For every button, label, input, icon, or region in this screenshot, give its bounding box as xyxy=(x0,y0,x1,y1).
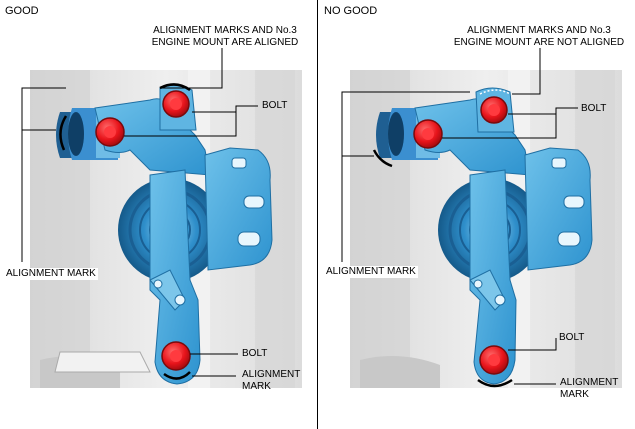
nogood-alignment-mark-lower-line2: MARK xyxy=(560,389,589,400)
good-alignment-mark-bottom xyxy=(163,371,191,380)
nogood-leader-alignment-left xyxy=(341,91,470,262)
nogood-callout-top-line2: ENGINE MOUNT ARE NOT ALIGNED xyxy=(453,37,625,48)
good-callout-top-line1: ALIGNMENT MARKS AND No.3 xyxy=(153,25,297,36)
nogood-alignment-mark-left-label: ALIGNMENT MARK xyxy=(324,266,418,278)
good-alignment-mark-left xyxy=(59,115,68,151)
nogood-alignment-mark-top xyxy=(479,89,511,95)
good-bolt-upper-label: BOLT xyxy=(262,100,288,111)
good-panel-title: GOOD xyxy=(5,5,39,17)
good-leader-alignment-left xyxy=(21,87,66,262)
nogood-alignment-mark-lower-label: ALIGNMENT MARK xyxy=(560,377,618,401)
good-leader-bolt xyxy=(192,105,258,113)
good-alignment-mark-lower-line1: ALIGNMENT xyxy=(242,369,301,380)
good-alignment-mark-lower-line2: MARK xyxy=(242,381,271,392)
good-callout-top-line2: ENGINE MOUNT ARE ALIGNED xyxy=(151,37,299,48)
good-alignment-mark-left-label: ALIGNMENT MARK xyxy=(4,268,98,280)
good-panel-drawing xyxy=(21,48,302,388)
nogood-callout-top: ALIGNMENT MARKS AND No.3 ENGINE MOUNT AR… xyxy=(448,25,630,49)
nogood-alignment-mark-bottom xyxy=(477,378,513,388)
nogood-bolt-lower-label: BOLT xyxy=(559,332,585,343)
nogood-callout-top-line1: ALIGNMENT MARKS AND No.3 xyxy=(467,25,611,36)
nogood-alignment-mark-left xyxy=(372,149,393,168)
nogood-leader-bolt xyxy=(508,107,578,115)
good-alignment-mark-top xyxy=(159,83,191,92)
nogood-alignment-mark-lower-line1: ALIGNMENT xyxy=(560,377,619,388)
good-callout-top: ALIGNMENT MARKS AND No.3 ENGINE MOUNT AR… xyxy=(140,25,310,49)
nogood-panel-drawing xyxy=(341,48,622,388)
nogood-leader-top xyxy=(512,48,541,95)
good-leader-top xyxy=(160,48,223,89)
good-alignment-mark-lower-label: ALIGNMENT MARK xyxy=(242,369,300,393)
nogood-bolt-upper-label: BOLT xyxy=(581,103,607,114)
good-lower-link xyxy=(149,169,201,385)
panel-divider xyxy=(317,0,318,429)
good-bolt-lower-label: BOLT xyxy=(242,348,268,359)
nogood-panel-title: NO GOOD xyxy=(324,5,378,17)
nogood-leader-bolt-lower xyxy=(508,338,557,351)
